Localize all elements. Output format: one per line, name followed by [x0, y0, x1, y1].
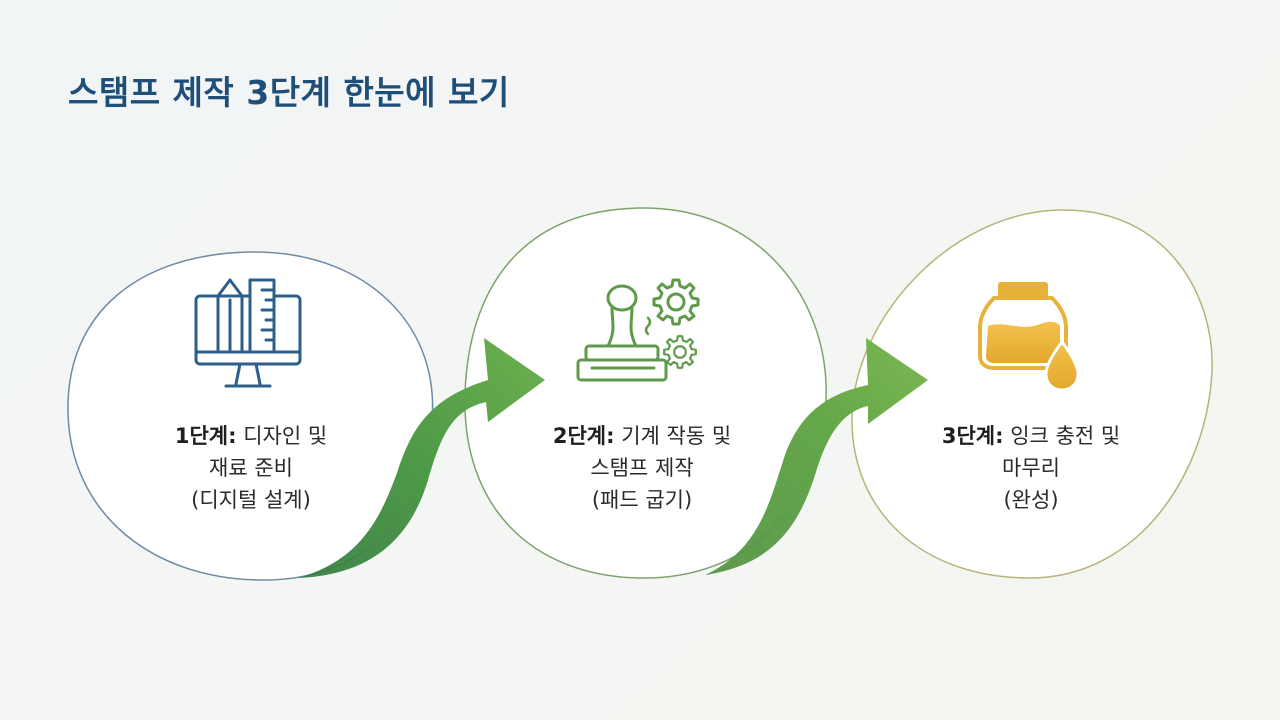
step-1-subtitle: (디지털 설계) — [191, 488, 311, 512]
ink-bottle-icon — [978, 282, 1080, 392]
step-1-number: 1단계: — [174, 424, 237, 448]
step-1-circle — [67, 251, 434, 581]
page-title: 스탬프 제작 3단계 한눈에 보기 — [68, 73, 510, 112]
step-2-circle — [464, 207, 827, 579]
step-3-number: 3단계: — [941, 424, 1004, 448]
step-3-title-line-1: 잉크 충전 및 — [1010, 424, 1121, 448]
step-1-title-line-1: 디자인 및 — [243, 424, 328, 448]
step-2-number: 2단계: — [552, 424, 615, 448]
step-3-line-1: 3단계: 잉크 충전 및 — [891, 420, 1171, 452]
design-monitor-icon — [194, 278, 302, 388]
step-2-subtitle: (패드 굽기) — [591, 488, 693, 512]
step-3-title-line-2: 마무리 — [1002, 456, 1060, 480]
step-1-label: 1단계: 디자인 및 재료 준비 (디지털 설계) — [111, 420, 391, 516]
step-2-label: 2단계: 기계 작동 및 스탬프 제작 (패드 굽기) — [502, 420, 782, 516]
step-3-label: 3단계: 잉크 충전 및 마무리 (완성) — [891, 420, 1171, 516]
step-3-subtitle: (완성) — [1003, 488, 1059, 512]
step-2-title-line-2: 스탬프 제작 — [590, 456, 694, 480]
step-1-line-1: 1단계: 디자인 및 — [111, 420, 391, 452]
arrow-2-to-3 — [705, 338, 928, 575]
stamp-gears-icon — [576, 278, 700, 382]
step-2-line-1: 2단계: 기계 작동 및 — [502, 420, 782, 452]
step-3-circle — [851, 209, 1213, 579]
step-1-title-line-2: 재료 준비 — [209, 456, 293, 480]
step-2-title-line-1: 기계 작동 및 — [621, 424, 732, 448]
arrow-1-to-2 — [298, 338, 545, 578]
